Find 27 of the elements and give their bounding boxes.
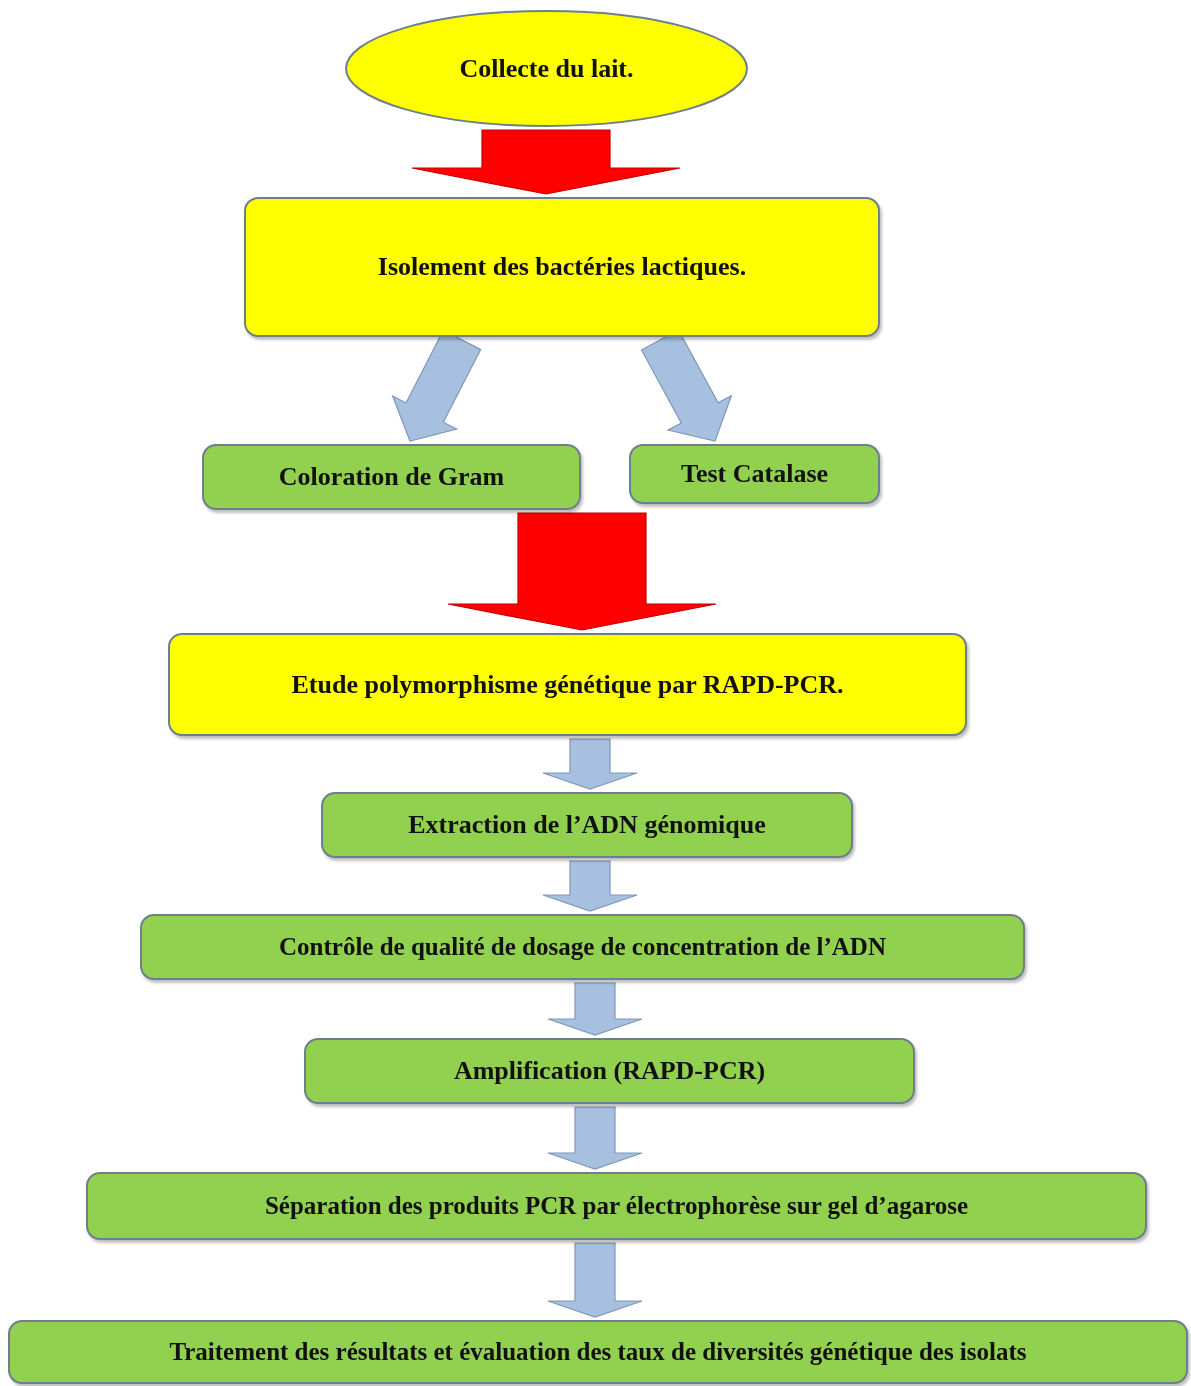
step-text: Coloration de Gram [278,462,505,492]
step-text: Collecte du lait. [459,53,634,84]
process-box [8,1320,1188,1384]
block-arrow [547,1106,643,1170]
process-box [86,1172,1147,1240]
process-box [202,444,581,510]
step-text: Traitement des résultats et évaluation des taux de diversités génétique des isolats [169,1338,1027,1366]
block-arrow [542,860,638,912]
process-box [321,792,853,858]
process-box [168,633,967,736]
step-text: Amplification (RAPD-PCR) [453,1056,766,1086]
block-arrow [542,738,638,790]
block-arrow [547,1242,643,1318]
block-arrow [547,982,643,1036]
step-text: Etude polymorphisme génétique par RAPD-PCR. [291,669,844,700]
process-box [629,444,880,504]
process-box [244,197,880,337]
block-arrow [411,129,681,195]
block-arrow [447,512,717,631]
step-text: Isolement des bactéries lactiques. [377,252,747,282]
step-text: Contrôle de qualité de dosage de concentration de l’ADN [279,933,886,961]
process-box [304,1038,915,1104]
step-text: Extraction de l’ADN génomique [408,810,766,840]
process-box [140,914,1025,980]
step-text: Séparation des produits PCR par électrophorèse sur gel d’agarose [264,1192,969,1220]
start-ellipse [345,10,748,127]
step-text: Test Catalase [680,459,829,489]
